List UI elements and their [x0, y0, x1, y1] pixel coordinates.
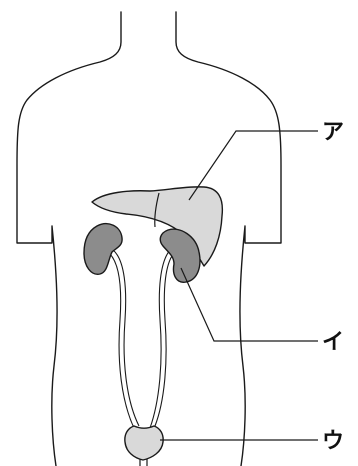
left-ureter-inner — [113, 250, 139, 426]
ureters — [108, 250, 175, 428]
body-outline — [17, 12, 281, 466]
label-u: ウ — [322, 429, 344, 454]
label-a: ア — [322, 120, 344, 145]
leader-lines — [160, 131, 318, 440]
label-i: イ — [322, 330, 344, 355]
leader-line-i — [181, 268, 318, 341]
bladder — [125, 426, 163, 460]
right-ureter-outer — [150, 250, 170, 428]
right-ureter-inner — [155, 252, 175, 426]
